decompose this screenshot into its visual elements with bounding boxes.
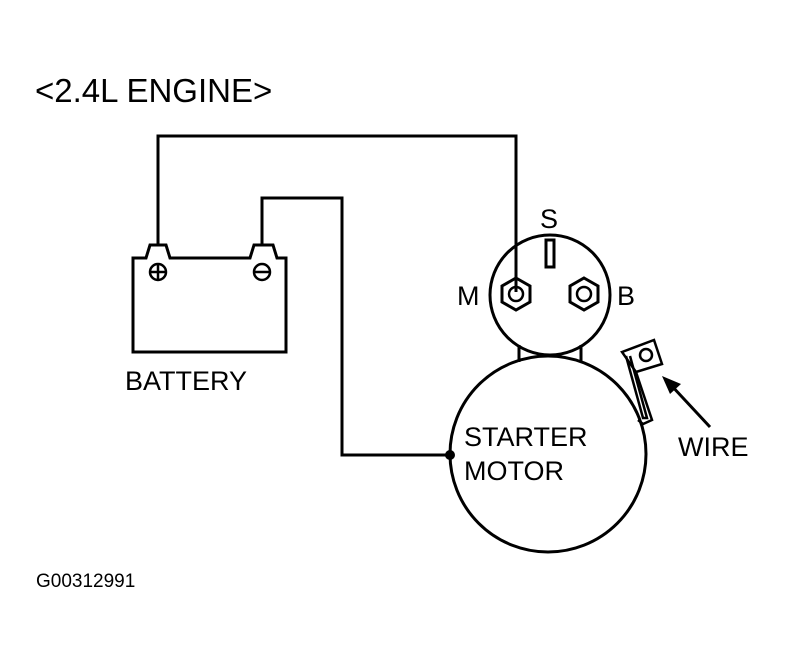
- wire-terminal: [620, 338, 664, 426]
- wire-label: WIRE: [678, 432, 749, 462]
- b-terminal-nut: [568, 276, 600, 312]
- figure-id: G00312991: [36, 571, 135, 592]
- solenoid: [488, 233, 612, 362]
- starter-label-line1: STARTER: [464, 422, 588, 452]
- negative-terminal-symbol: [252, 262, 272, 282]
- wire-pointer-arrow: [662, 376, 712, 429]
- diagram-title: <2.4L ENGINE>: [35, 72, 272, 109]
- ground-cable: [260, 196, 452, 457]
- terminal-m-label: M: [457, 281, 480, 311]
- starter-label-line2: MOTOR: [464, 456, 564, 486]
- m-terminal-nut: [500, 276, 532, 312]
- battery-label: BATTERY: [125, 366, 247, 396]
- positive-cable: [156, 134, 518, 292]
- starter-motor: [448, 354, 648, 554]
- terminal-b-label: B: [617, 281, 635, 311]
- battery: [131, 243, 288, 354]
- s-terminal: [544, 238, 556, 269]
- positive-terminal-symbol: [148, 262, 168, 282]
- terminal-s-label: S: [540, 204, 558, 234]
